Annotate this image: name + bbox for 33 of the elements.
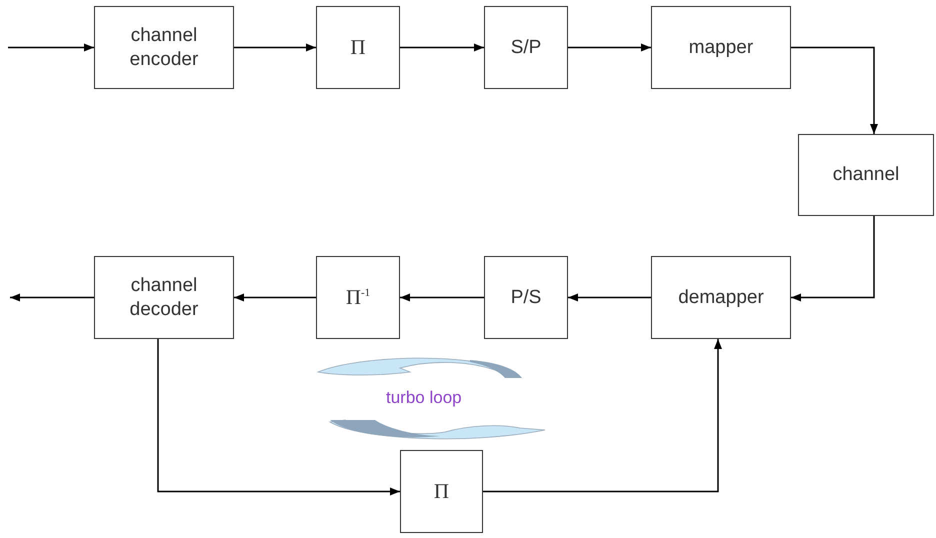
process-box bbox=[316, 256, 400, 339]
arrow bbox=[157, 339, 400, 496]
box-label: channel bbox=[832, 163, 900, 187]
arrow bbox=[400, 294, 484, 302]
process-box bbox=[651, 256, 791, 339]
arrow bbox=[568, 44, 651, 52]
process-box bbox=[484, 256, 568, 339]
box-label: mapper bbox=[688, 36, 754, 60]
process-box bbox=[798, 134, 934, 216]
process-box bbox=[484, 6, 568, 89]
box-label: S/P bbox=[510, 36, 542, 60]
arrow bbox=[8, 44, 94, 52]
box-label: Π bbox=[434, 478, 450, 505]
process-box bbox=[651, 6, 791, 89]
box-label: Π$^{-1}$ bbox=[346, 284, 370, 311]
arrow bbox=[10, 294, 94, 302]
box-label: channel encoder bbox=[128, 24, 200, 72]
arrow bbox=[791, 46, 878, 134]
process-box bbox=[400, 450, 483, 533]
arrow bbox=[791, 216, 875, 302]
arrow bbox=[234, 294, 316, 302]
arrow bbox=[483, 339, 722, 492]
diagram-label: turbo loop bbox=[386, 388, 462, 408]
arrow bbox=[400, 44, 484, 52]
process-box bbox=[316, 6, 400, 89]
box-label: P/S bbox=[510, 286, 542, 310]
box-label: Π bbox=[350, 34, 366, 61]
arrow bbox=[568, 294, 651, 302]
box-label: channel decoder bbox=[128, 274, 200, 322]
process-box bbox=[94, 256, 234, 339]
box-label: demapper bbox=[678, 286, 764, 310]
process-box bbox=[94, 6, 234, 89]
arrow bbox=[234, 44, 316, 52]
